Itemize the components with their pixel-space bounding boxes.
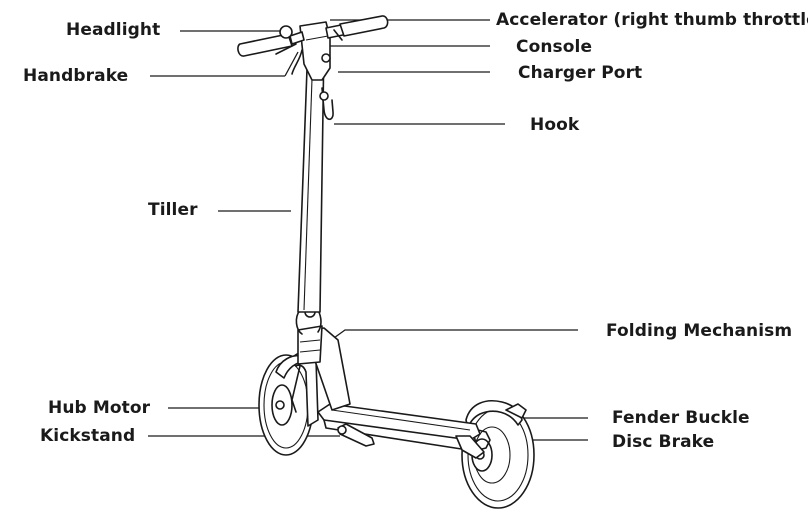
- tiller: [297, 41, 325, 313]
- label-disc-brake: Disc Brake: [612, 432, 715, 452]
- deck: [317, 403, 485, 459]
- kickstand: [337, 423, 375, 447]
- handlebar: [237, 15, 389, 75]
- leader-handbrake-diag: [284, 51, 299, 77]
- label-console: Console: [516, 37, 593, 57]
- label-handbrake: Handbrake: [23, 66, 129, 86]
- label-fender-buckle: Fender Buckle: [612, 408, 750, 428]
- rear-fender: [465, 400, 527, 451]
- label-tiller: Tiller: [148, 200, 198, 220]
- head-console: [299, 21, 331, 81]
- hook: [319, 87, 334, 121]
- label-hub-motor: Hub Motor: [48, 398, 151, 418]
- label-charger-port: Charger Port: [518, 63, 643, 83]
- label-kickstand: Kickstand: [40, 426, 136, 446]
- label-hook: Hook: [530, 115, 580, 135]
- leader-lines: [148, 19, 588, 441]
- label-headlight: Headlight: [66, 20, 161, 40]
- front-fork: [275, 351, 319, 427]
- leader-folding-mechanism: [319, 329, 578, 349]
- label-folding-mechanism: Folding Mechanism: [606, 321, 793, 341]
- label-accelerator: Accelerator (right thumb throttle): [496, 10, 808, 30]
